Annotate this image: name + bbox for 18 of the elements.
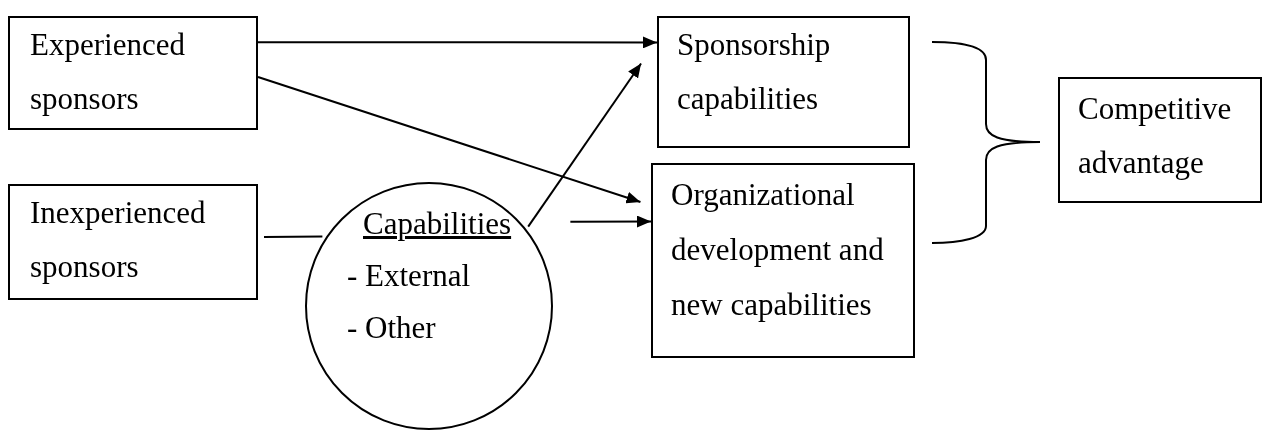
arrow [257,76,642,204]
arrow [257,36,658,49]
arrow [527,62,643,228]
node-text: - Other [347,309,436,347]
connector-line [263,235,324,238]
node-text: Sponsorship capabilities [677,26,832,118]
process-box [1058,77,1262,203]
process-box [8,184,258,300]
process-box [651,163,915,358]
node-text: - External [347,257,471,295]
arrow [569,215,652,228]
heading-text: Capabilities [363,205,512,243]
node-text: Competitive advantage [1078,90,1233,182]
node-text: Organizational development and new capabilities [671,176,885,324]
node-text: Inexperienced sponsors [30,194,207,286]
process-box [8,16,258,130]
node-text: Experienced sponsors [30,26,186,118]
process-box [657,16,910,148]
